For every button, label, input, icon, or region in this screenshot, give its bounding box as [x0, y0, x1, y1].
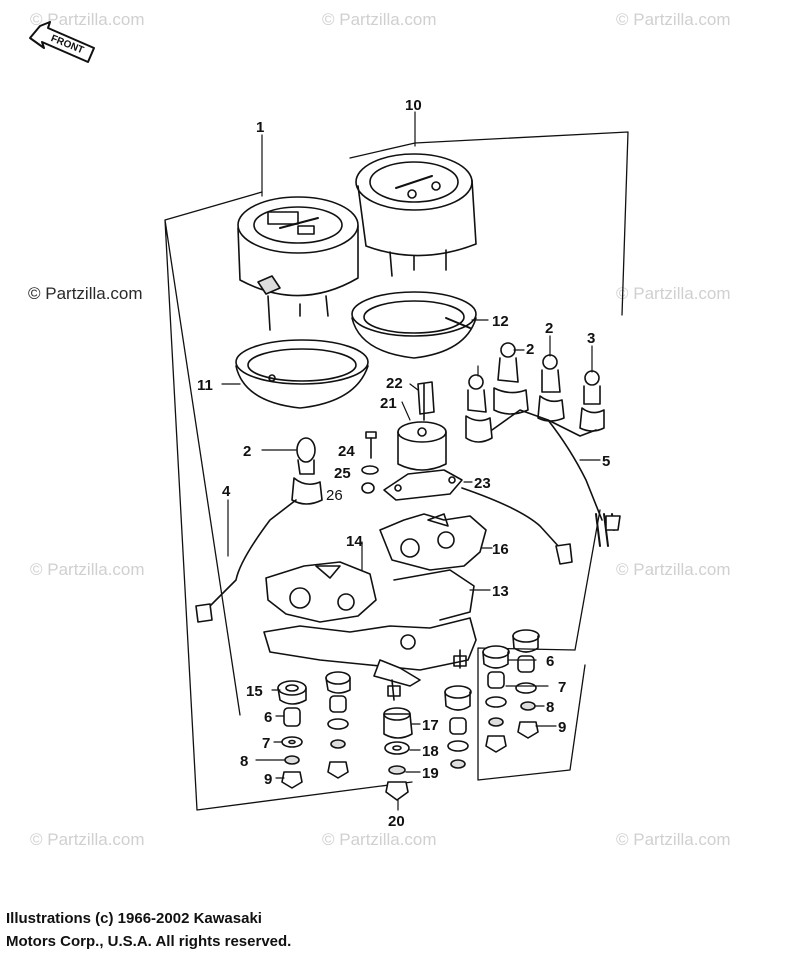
callout-7: 7 — [262, 735, 270, 752]
callout-13: 13 — [492, 583, 509, 600]
gauge-left — [237, 196, 359, 331]
watermark: © Partzilla.com — [616, 560, 731, 579]
callout-26: 26 — [326, 487, 343, 504]
watermark: © Partzilla.com — [30, 10, 145, 29]
watermark: © Partzilla.com — [30, 830, 145, 849]
gauge-right — [355, 153, 477, 277]
callout-6: 6 — [546, 653, 554, 670]
callout-1: 1 — [256, 119, 264, 136]
callout-20: 20 — [388, 813, 405, 830]
copyright-line-2: Motors Corp., U.S.A. All rights reserved… — [6, 933, 292, 950]
watermark: © Partzilla.com — [30, 560, 145, 579]
callout-17: 17 — [422, 717, 439, 734]
copyright-line-1: Illustrations (c) 1966-2002 Kawasaki — [6, 910, 262, 927]
watermark: © Partzilla.com — [616, 284, 731, 303]
plate-13 — [263, 569, 477, 687]
front-arrow-icon — [29, 21, 95, 63]
callout-9: 9 — [558, 719, 566, 736]
callouts: 1 10 2 2 2 3 12 11 22 21 24 25 26 23 5 4… — [197, 97, 610, 830]
switch-lead — [461, 487, 573, 565]
callout-5: 5 — [602, 453, 610, 470]
bracket-16 — [379, 513, 487, 571]
watermark: © Partzilla.com — [322, 830, 437, 849]
callout-8: 8 — [240, 753, 248, 770]
callout-16: 16 — [492, 541, 509, 558]
callout-19: 19 — [422, 765, 439, 782]
callout-7: 7 — [558, 679, 566, 696]
cup-11 — [235, 339, 369, 409]
rubber-stack-right — [482, 629, 540, 753]
callout-24: 24 — [338, 443, 355, 460]
callout-23: 23 — [474, 475, 491, 492]
callout-15: 15 — [246, 683, 263, 700]
callout-14: 14 — [346, 533, 363, 550]
watermark: © Partzilla.com — [616, 10, 731, 29]
callout-12: 12 — [492, 313, 509, 330]
watermark: © Partzilla.com — [616, 830, 731, 849]
callout-11: 11 — [197, 377, 213, 394]
ignition-switch — [383, 381, 463, 501]
callout-22: 22 — [386, 375, 403, 392]
leader-lines — [221, 111, 601, 811]
watermark-main: © Partzilla.com — [28, 284, 143, 303]
callout-18: 18 — [422, 743, 439, 760]
callout-2: 2 — [545, 320, 553, 337]
callout-25: 25 — [334, 465, 351, 482]
assembly-outline — [164, 131, 629, 811]
cup-12 — [351, 291, 477, 359]
screw-washers — [361, 431, 379, 494]
callout-3: 3 — [587, 330, 595, 347]
bulb-harness-5 — [465, 342, 621, 547]
callout-8: 8 — [546, 699, 554, 716]
studs — [387, 649, 467, 701]
callout-2: 2 — [243, 443, 251, 460]
bulb-cord-4 — [195, 437, 323, 623]
callout-21: 21 — [380, 395, 397, 412]
rubber-stack-left — [277, 671, 351, 789]
callout-10: 10 — [405, 97, 422, 114]
callout-2: 2 — [526, 341, 534, 358]
rubber-stack-middle — [383, 685, 472, 801]
callout-9: 9 — [264, 771, 272, 788]
watermark: © Partzilla.com — [322, 10, 437, 29]
callout-6: 6 — [264, 709, 272, 726]
bracket-14 — [265, 561, 377, 623]
callout-4: 4 — [222, 483, 231, 500]
